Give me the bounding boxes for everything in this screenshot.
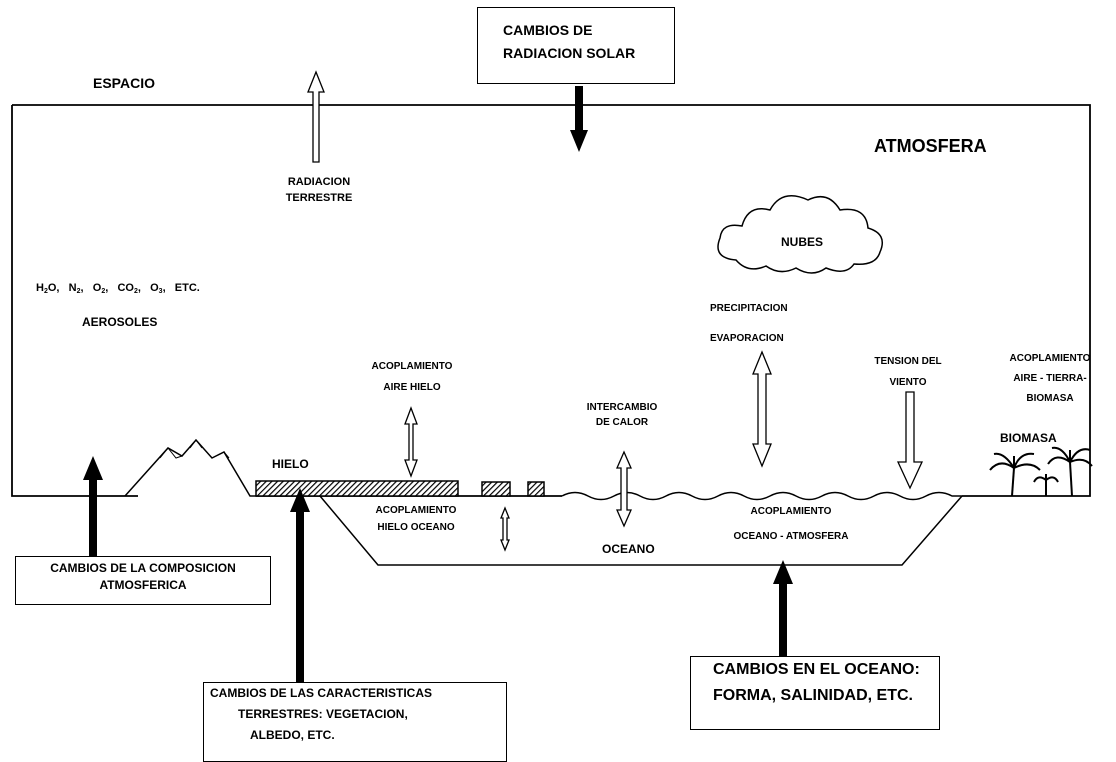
air-ice-coupling-arrow <box>404 406 418 478</box>
solar-change-arrow <box>570 86 588 152</box>
label-precipitacion: PRECIPITACION <box>710 303 788 314</box>
black-arrows <box>83 86 793 682</box>
label-acoplamiento-aire-tierra: ACOPLAMIENTO AIRE - TIERRA- BIOMASA <box>1009 353 1091 404</box>
ice-block <box>481 481 511 497</box>
box-cambios-composicion: CAMBIOS DE LA COMPOSICION ATMOSFERICA <box>15 556 271 605</box>
climate-system-diagram <box>11 70 1093 682</box>
box-cambios-oceano: CAMBIOS EN EL OCEANO: FORMA, SALINIDAD, … <box>690 656 940 730</box>
cloud <box>717 195 883 274</box>
box-cambios-radiacion-solar: CAMBIOS DE RADIACION SOLAR <box>477 7 675 84</box>
label-tension-viento: TENSION DEL VIENTO <box>874 356 942 388</box>
ice-block <box>527 481 545 497</box>
characteristics-change-arrow <box>290 488 310 682</box>
terrestrial-radiation-arrow <box>307 70 325 163</box>
ice-ocean-coupling-arrow <box>500 506 510 552</box>
label-hielo: HIELO <box>272 457 309 471</box>
label-biomasa: BIOMASA <box>1000 431 1057 445</box>
precip-evap-arrow <box>752 350 772 468</box>
composition-change-arrow <box>83 456 103 556</box>
label-acoplamiento-hielo-oceano: ACOPLAMIENTO HIELO OCEANO <box>375 505 457 533</box>
palm-trees <box>989 446 1093 497</box>
label-radiacion-terrestre: RADIACION TERRESTRE <box>285 176 353 205</box>
label-aerosoles: AEROSOLES <box>82 315 158 329</box>
label-acoplamiento-oceano-atmosfera: ACOPLAMIENTO OCEANO - ATMOSFERA <box>733 506 849 542</box>
wind-stress-arrow <box>896 391 924 490</box>
label-oceano: OCEANO <box>602 542 655 556</box>
label-gases: H2O, N2, O2, CO2, O3, ETC. <box>36 282 200 295</box>
mountains <box>124 438 256 497</box>
label-evaporacion: EVAPORACION <box>710 333 784 344</box>
label-acoplamiento-aire-hielo: ACOPLAMIENTO AIRE HIELO <box>371 361 453 393</box>
box-cambios-caracteristicas: CAMBIOS DE LAS CARACTERISTICAS TERRESTRE… <box>203 682 507 762</box>
ocean-basin <box>319 495 963 566</box>
label-intercambio-calor: INTERCAMBIO DE CALOR <box>586 402 658 428</box>
white-arrows <box>307 70 924 552</box>
label-atmosfera: ATMOSFERA <box>874 136 987 156</box>
ocean-change-arrow <box>773 560 793 656</box>
label-espacio: ESPACIO <box>93 75 155 91</box>
heat-exchange-arrow <box>616 450 632 528</box>
ice-sheet <box>255 480 459 497</box>
label-nubes: NUBES <box>781 235 824 249</box>
atmosphere-boundary <box>11 104 1091 497</box>
